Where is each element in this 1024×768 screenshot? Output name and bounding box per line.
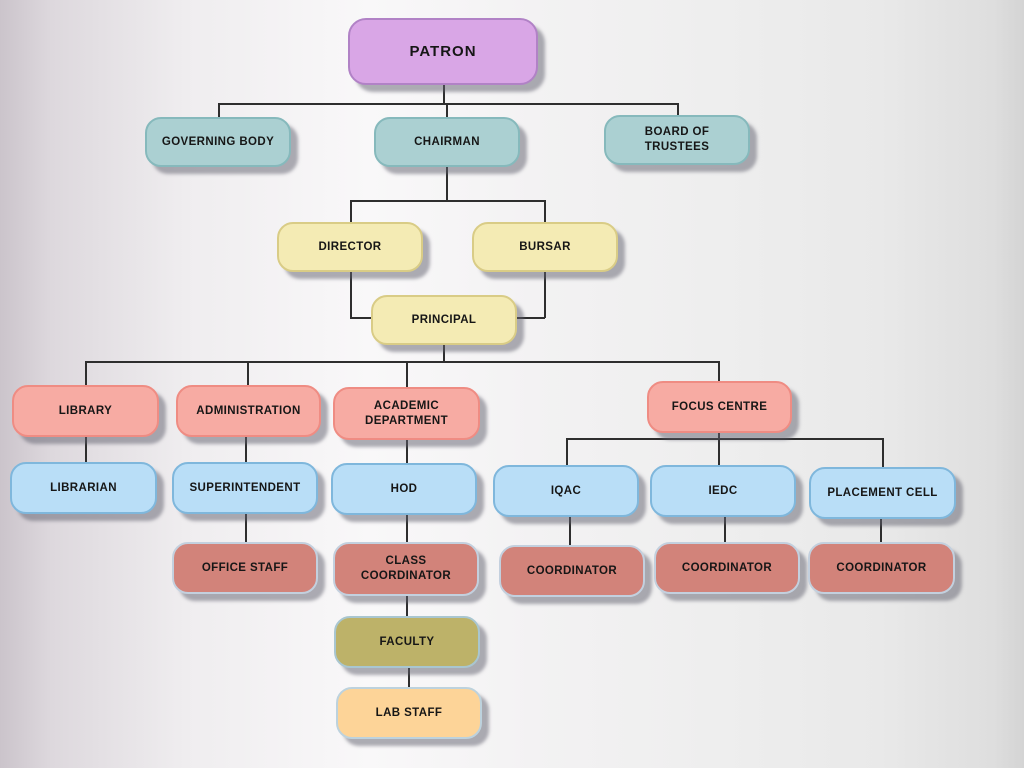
node-label: COORDINATOR	[836, 561, 927, 574]
node-label: LAB STAFF	[375, 706, 443, 719]
connector-iqac-coordinator	[569, 517, 571, 545]
node-director: DIRECTOR	[277, 222, 423, 272]
node-iqac-coordinator: COORDINATOR	[499, 545, 645, 597]
node-bursar: BURSAR	[472, 222, 618, 272]
connector-patron-down	[443, 85, 445, 103]
node-patron: PATRON	[348, 18, 538, 85]
connector-row5-bus	[85, 361, 720, 363]
node-label: PATRON	[409, 42, 477, 60]
node-placement-cell: PLACEMENT CELL	[809, 467, 956, 519]
connector-focus-bus	[566, 438, 883, 440]
connector-placement-drop	[882, 438, 884, 467]
connector-board-drop	[677, 103, 679, 115]
connector-faculty-lab-staff	[408, 668, 410, 687]
node-lab-staff: LAB STAFF	[336, 687, 482, 739]
node-label: BURSAR	[519, 240, 571, 253]
node-label: FACULTY	[379, 635, 435, 648]
node-iedc-coordinator: COORDINATOR	[654, 542, 800, 594]
connector-administration-superintendent	[245, 437, 247, 462]
node-chairman: CHAIRMAN	[374, 117, 520, 167]
node-label: COORDINATOR	[681, 561, 773, 574]
connector-principal-down	[443, 345, 445, 362]
connector-focus-centre-down	[718, 433, 720, 465]
node-faculty: FACULTY	[334, 616, 480, 668]
node-office-staff: OFFICE STAFF	[172, 542, 318, 594]
node-academic-department: ACADEMIC DEPARTMENT	[333, 387, 480, 440]
node-label: GOVERNING BODY	[161, 135, 275, 148]
node-label: PRINCIPAL	[411, 313, 477, 326]
connector-administration-drop	[247, 361, 249, 385]
node-hod: HOD	[331, 463, 477, 515]
node-label: ACADEMIC DEPARTMENT	[364, 399, 448, 427]
connector-bursar-down	[544, 272, 546, 318]
connector-class-coordinator-faculty	[406, 596, 408, 616]
connector-academic-hod	[406, 440, 408, 463]
connector-governing-body-drop	[218, 103, 220, 117]
node-label: HOD	[390, 482, 418, 495]
node-label: BOARD OF TRUSTEES	[644, 126, 710, 153]
connector-iqac-drop	[566, 438, 568, 465]
node-label: PLACEMENT CELL	[827, 486, 938, 499]
connector-director-principal	[350, 317, 372, 319]
connector-focus-centre-drop	[718, 361, 720, 381]
node-library: LIBRARY	[12, 385, 159, 437]
node-label: LIBRARY	[58, 404, 113, 417]
node-label: CHAIRMAN	[414, 135, 480, 148]
connector-row3-bus	[350, 200, 545, 202]
connector-bursar-principal	[517, 317, 545, 319]
node-class-coordinator: CLASS COORDINATOR	[333, 542, 479, 596]
node-focus-centre: FOCUS CENTRE	[647, 381, 792, 433]
node-board-of-trustees: BOARD OF TRUSTEES	[604, 115, 750, 165]
connector-bursar-drop	[544, 200, 546, 222]
node-iedc: IEDC	[650, 465, 796, 517]
node-librarian: LIBRARIAN	[10, 462, 157, 514]
node-label: IEDC	[708, 484, 738, 497]
node-label: IQAC	[550, 484, 582, 497]
connector-iedc-coordinator	[724, 517, 726, 542]
node-iqac: IQAC	[493, 465, 639, 517]
connector-director-drop	[350, 200, 352, 222]
node-administration: ADMINISTRATION	[176, 385, 321, 437]
connector-placement-coordinator	[880, 519, 882, 542]
node-governing-body: GOVERNING BODY	[145, 117, 291, 167]
connector-director-down	[350, 272, 352, 318]
connector-chairman-down	[446, 167, 448, 200]
node-principal: PRINCIPAL	[371, 295, 517, 345]
connector-library-librarian	[85, 437, 87, 462]
connector-row2-bus	[218, 103, 678, 105]
node-label: LIBRARIAN	[50, 481, 117, 494]
node-superintendent: SUPERINTENDENT	[172, 462, 318, 514]
connector-library-drop	[85, 361, 87, 385]
connector-chairman-drop	[446, 103, 448, 117]
node-placement-coordinator: COORDINATOR	[808, 542, 955, 594]
connector-hod-class-coordinator	[406, 515, 408, 542]
node-label: CLASS COORDINATOR	[360, 555, 452, 582]
connector-academic-drop	[406, 361, 408, 387]
node-label: COORDINATOR	[526, 564, 618, 577]
node-label: SUPERINTENDENT	[189, 481, 301, 494]
connector-superintendent-office-staff	[245, 514, 247, 542]
node-label: FOCUS CENTRE	[671, 400, 768, 413]
node-label: OFFICE STAFF	[201, 561, 289, 574]
node-label: DIRECTOR	[318, 240, 382, 253]
node-label: ADMINISTRATION	[196, 404, 301, 417]
